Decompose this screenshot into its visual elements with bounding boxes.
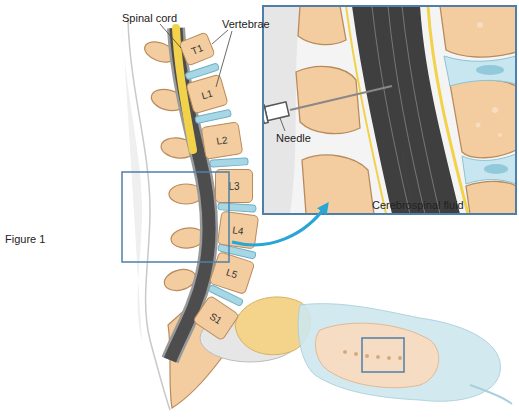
leader-line (402, 150, 410, 199)
figure-caption: Figure 1 (5, 233, 45, 245)
vertebra-label: L1 (200, 87, 214, 101)
focus-box (122, 172, 229, 262)
leader-line (212, 30, 228, 44)
vertebral-body: L3 (215, 169, 253, 203)
zoom-illustration (263, 6, 516, 214)
vertebra-label: L4 (232, 224, 245, 236)
vertebral-body: S1 (192, 295, 240, 342)
vertebra-label: L5 (225, 266, 239, 280)
vertebral-body: T1 (178, 31, 216, 66)
zoom-arrow (232, 206, 326, 245)
leader-line (216, 31, 232, 87)
skin-band (122, 20, 142, 342)
part-label: Vertebrae (222, 18, 270, 30)
vertebra-label: L2 (216, 134, 229, 147)
zoom-frame (263, 6, 516, 214)
vertebra-label: L3 (228, 181, 239, 192)
intervertebral-discs (185, 63, 256, 307)
vertebral-body: L1 (185, 74, 228, 115)
leader-line (160, 24, 181, 48)
vertebral-body: L5 (209, 251, 256, 295)
patient-figure (200, 297, 512, 404)
vertebra-label: S1 (208, 310, 224, 326)
vertebra-label: T1 (190, 42, 205, 57)
leader-line (280, 118, 285, 131)
focus-box-small (362, 338, 404, 372)
part-label: Spinal cord (122, 12, 177, 24)
vertebral-body: L2 (201, 121, 244, 160)
part-label: Cerebrospinal fluid (372, 199, 464, 211)
vertebral-body: L4 (217, 211, 259, 250)
part-label: Needle (276, 132, 311, 144)
